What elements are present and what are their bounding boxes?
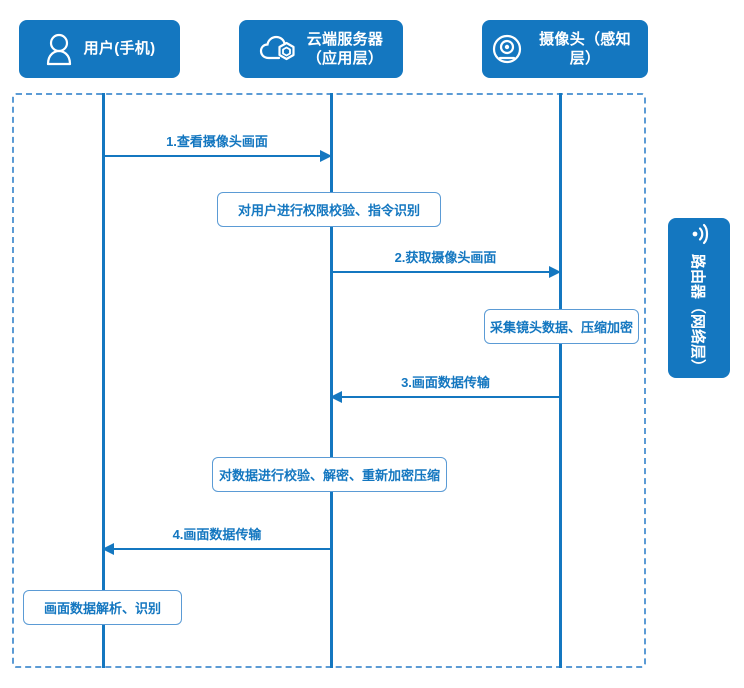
actor-server-label: 云端服务器 （应用层） [306, 30, 384, 68]
message-2-line [331, 271, 560, 273]
process-box-2[interactable]: 采集镜头数据、压缩加密 [484, 309, 639, 344]
cloud-icon [259, 34, 297, 64]
actor-camera[interactable]: 摄像头（感知层） [482, 20, 648, 78]
actor-server[interactable]: 云端服务器 （应用层） [239, 20, 403, 78]
message-3-line [331, 396, 560, 398]
person-icon [44, 32, 74, 66]
actor-user[interactable]: 用户(手机) [19, 20, 180, 78]
process-box-1-label: 对用户进行权限校验、指令识别 [237, 203, 420, 218]
message-3-label: 3.画面数据传输 [401, 375, 490, 390]
lifeline-user [102, 93, 105, 668]
message-2-label: 2.获取摄像头画面 [394, 250, 497, 265]
message-4-line [103, 548, 331, 550]
process-box-2-label: 采集镜头数据、压缩加密 [489, 320, 633, 335]
process-box-4-label: 画面数据解析、识别 [43, 601, 161, 616]
process-box-4[interactable]: 画面数据解析、识别 [23, 590, 182, 625]
process-box-1[interactable]: 对用户进行权限校验、指令识别 [217, 192, 441, 227]
arrowhead-left-icon [330, 391, 342, 403]
arrowhead-left-icon [102, 543, 114, 555]
process-box-3[interactable]: 对数据进行校验、解密、重新加密压缩 [212, 457, 447, 492]
lifeline-server [330, 93, 333, 668]
message-4-label: 4.画面数据传输 [172, 527, 262, 542]
actor-camera-label: 摄像头（感知层） [539, 30, 631, 68]
process-box-3-label: 对数据进行校验、解密、重新加密压缩 [218, 468, 440, 483]
actor-user-label: 用户(手机) [83, 40, 156, 58]
message-1-label: 1.查看摄像头画面 [166, 134, 268, 149]
system-boundary-frame [12, 93, 646, 668]
arrowhead-right-icon [320, 150, 332, 162]
node-router-label: 路由器（网络层） [689, 253, 707, 375]
arrowhead-right-icon [549, 266, 561, 278]
message-1-line [103, 155, 331, 157]
wifi-icon [686, 222, 712, 246]
camera-icon [492, 34, 522, 64]
node-router[interactable]: 路由器（网络层） [668, 218, 730, 378]
lifeline-camera [559, 93, 562, 668]
